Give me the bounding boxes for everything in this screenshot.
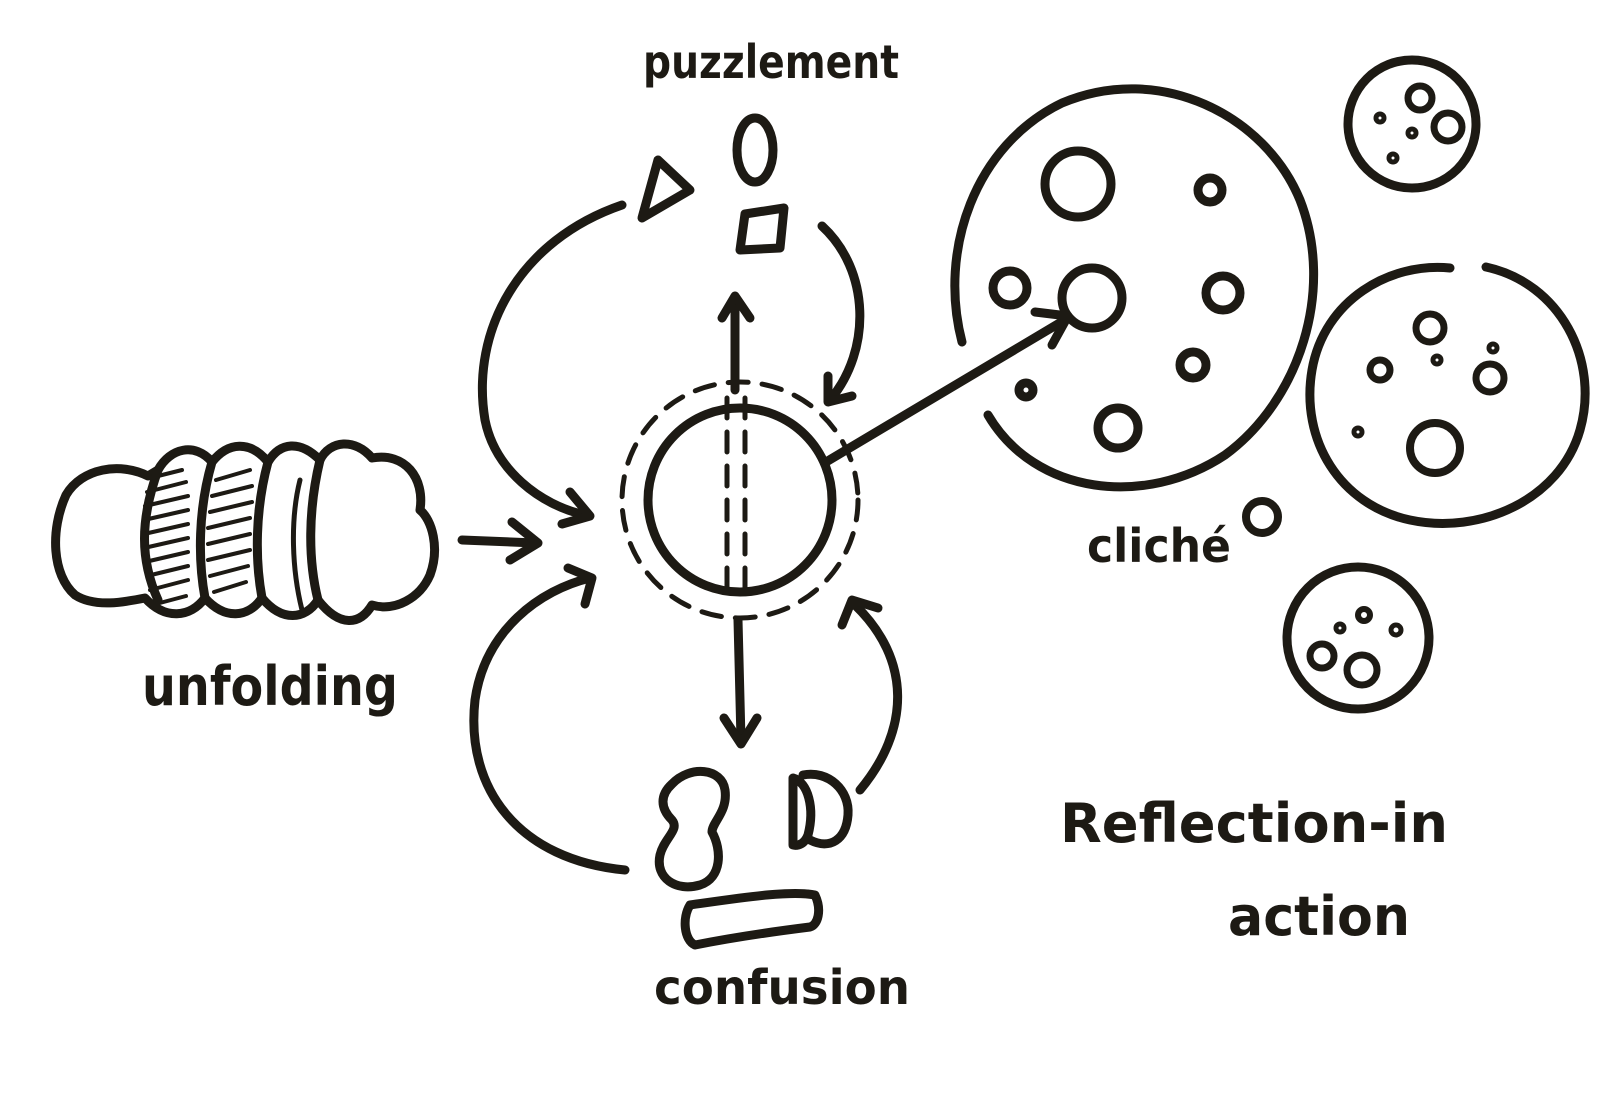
cluster-circle-middle bbox=[1305, 262, 1590, 528]
arrow-center-to-confusion bbox=[719, 615, 762, 749]
loop-arrow-lower-left bbox=[469, 563, 630, 875]
cluster-circle-bottom bbox=[1282, 562, 1434, 714]
confusion-shapes bbox=[654, 766, 853, 950]
label-unfolding: unfolding bbox=[142, 655, 398, 718]
label-confusion: confusion bbox=[654, 960, 910, 1016]
cluster-circle-top bbox=[1343, 55, 1481, 193]
label-action: action bbox=[1228, 885, 1410, 948]
loop-arrow-upper-left bbox=[477, 200, 627, 529]
label-reflection-in: Reflection-in bbox=[1060, 792, 1448, 855]
cliche-small-circle bbox=[1242, 497, 1282, 537]
unfolding-blob bbox=[51, 439, 440, 625]
loop-arrow-upper-right bbox=[817, 221, 865, 407]
puzzlement-shapes bbox=[637, 113, 789, 255]
cliche-large-circle bbox=[950, 84, 1319, 492]
label-puzzlement: puzzlement bbox=[643, 35, 899, 89]
arrow-unfolding-to-center bbox=[457, 517, 543, 565]
label-cliche: cliché bbox=[1087, 519, 1231, 573]
arrow-center-to-puzzlement bbox=[717, 291, 755, 395]
loop-arrow-lower-right bbox=[837, 595, 903, 795]
